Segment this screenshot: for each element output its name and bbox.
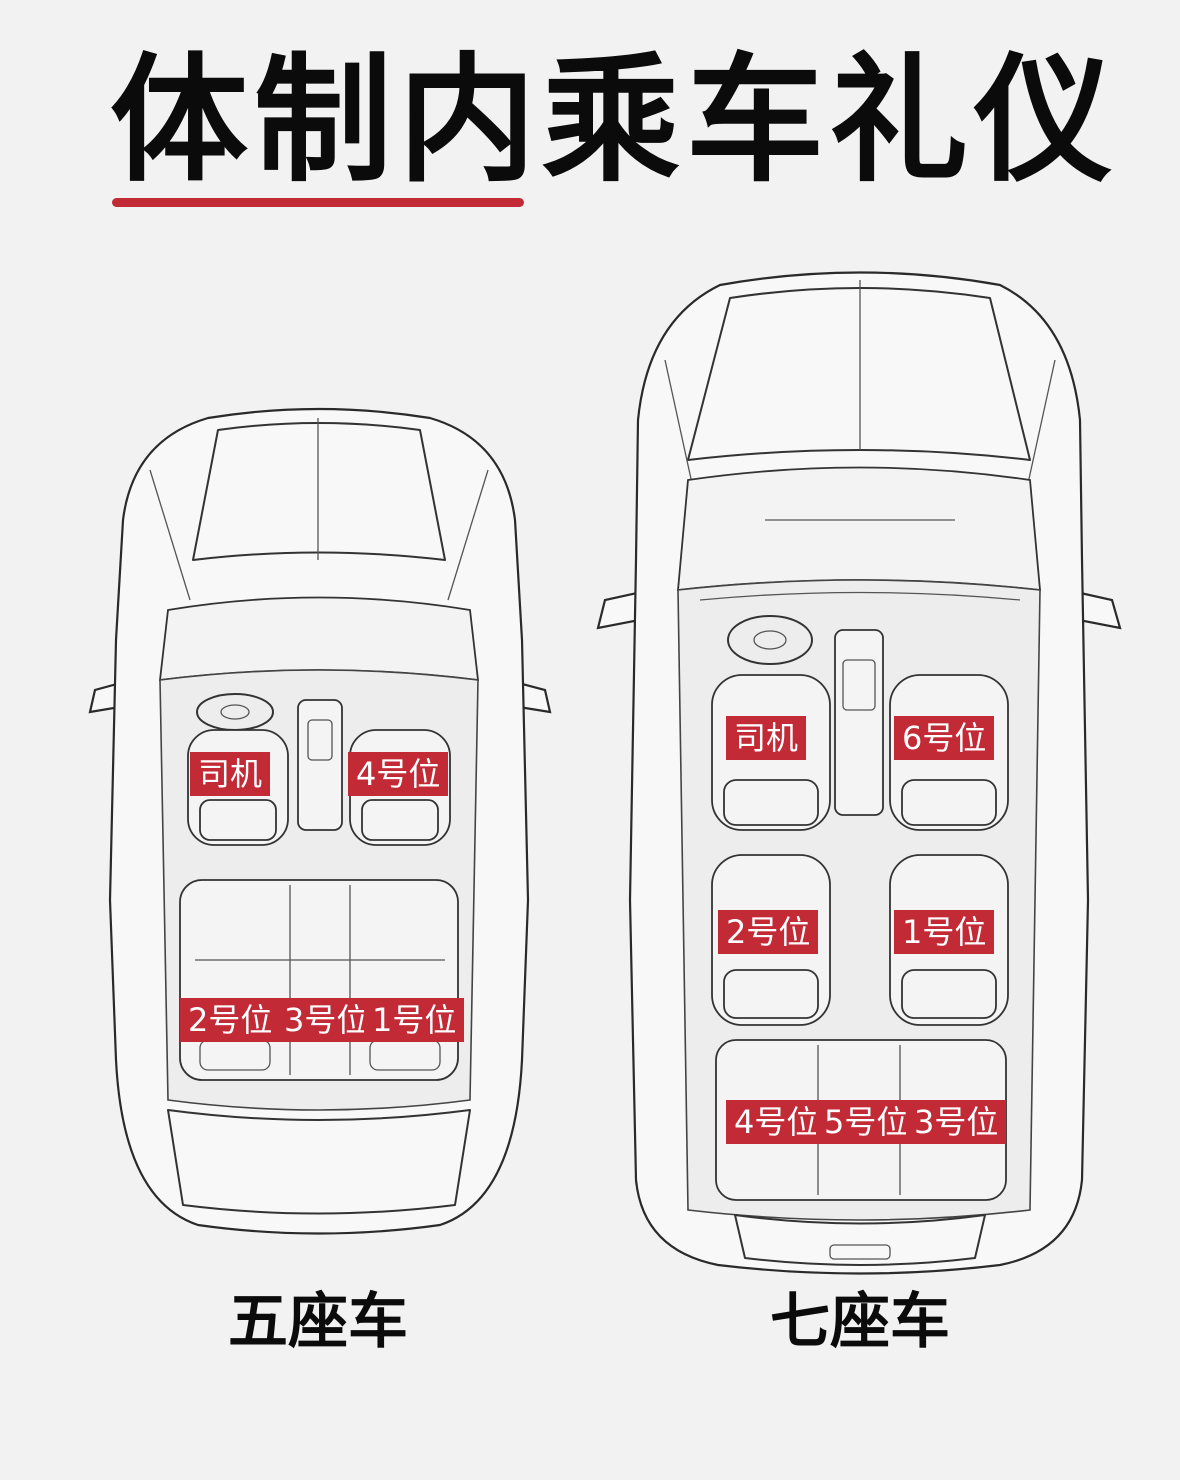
- five-seat-rear-middle-label: 3号位: [276, 998, 377, 1042]
- five-seat-car-drawing: [88, 407, 552, 1235]
- seven-seat-steering-wheel: [727, 615, 813, 665]
- five-seat-windshield: [158, 596, 480, 682]
- five-seat-rear-bench: [179, 879, 459, 1081]
- seven-seat-center-console: [834, 629, 884, 816]
- seven-seat-rear-right-label: 3号位: [906, 1100, 1007, 1144]
- seven-seat-caption: 七座车: [770, 1287, 950, 1357]
- five-seat-caption: 五座车: [228, 1287, 408, 1357]
- five-seat-center-console: [297, 699, 343, 831]
- five-seat-front-passenger-label: 4号位: [348, 752, 449, 796]
- seven-seat-front-passenger-label: 6号位: [894, 716, 995, 760]
- seven-seat-windshield: [677, 466, 1041, 592]
- title-underline: [112, 198, 524, 207]
- seven-seat-rear-left-label: 4号位: [726, 1100, 827, 1144]
- five-seat-rear-right-label: 1号位: [364, 998, 465, 1042]
- page-title: 体制内乘车礼仪: [110, 40, 1119, 201]
- seven-seat-middle-right-label: 1号位: [894, 910, 995, 954]
- five-seat-driver-label: 司机: [190, 752, 271, 796]
- seven-seat-middle-left-label: 2号位: [718, 910, 819, 954]
- seven-seat-driver-label: 司机: [726, 716, 807, 760]
- seven-seat-rear-middle-label: 5号位: [816, 1100, 917, 1144]
- five-seat-rear-left-label: 2号位: [180, 998, 281, 1042]
